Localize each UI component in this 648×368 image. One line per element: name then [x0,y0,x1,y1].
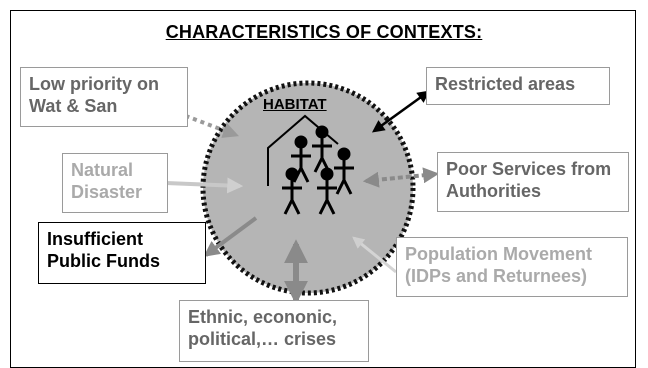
person-icon [334,147,354,195]
node-population-movement: Population Movement (IDPs and Returnees) [396,237,628,297]
diagram-title: CHARACTERISTICS OF CONTEXTS: [165,22,483,42]
node-restricted-areas-label: Restricted areas [435,74,576,94]
node-crises-label: Ethnic, econonic, political,… crises [188,307,338,349]
person-icon [282,167,302,215]
node-crises: Ethnic, econonic, political,… crises [179,300,369,362]
arrow-insufficient-funds [203,216,258,257]
node-low-priority-label: Low priority on Wat & San [29,74,159,116]
node-insufficient-funds: Insufficient Public Funds [38,222,206,284]
node-restricted-areas: Restricted areas [426,67,610,105]
node-natural-disaster: Natural Disaster [62,153,168,213]
node-poor-services: Poor Services from Authorities [437,152,629,212]
person-icon [291,135,311,183]
node-low-priority: Low priority on Wat & San [20,67,188,127]
arrow-population-movement [352,236,397,274]
person-icon [317,167,337,215]
people-icon [282,125,354,215]
arrow-natural-disaster [165,177,244,194]
habitat-label: HABITAT [263,96,327,113]
arrow-restricted-areas [371,90,431,133]
node-natural-disaster-label: Natural Disaster [71,160,143,202]
node-poor-services-label: Poor Services from Authorities [446,159,612,201]
node-population-movement-label: Population Movement (IDPs and Returnees) [405,244,593,286]
arrow-poor-services [362,167,440,188]
node-insufficient-funds-label: Insufficient Public Funds [47,229,161,271]
